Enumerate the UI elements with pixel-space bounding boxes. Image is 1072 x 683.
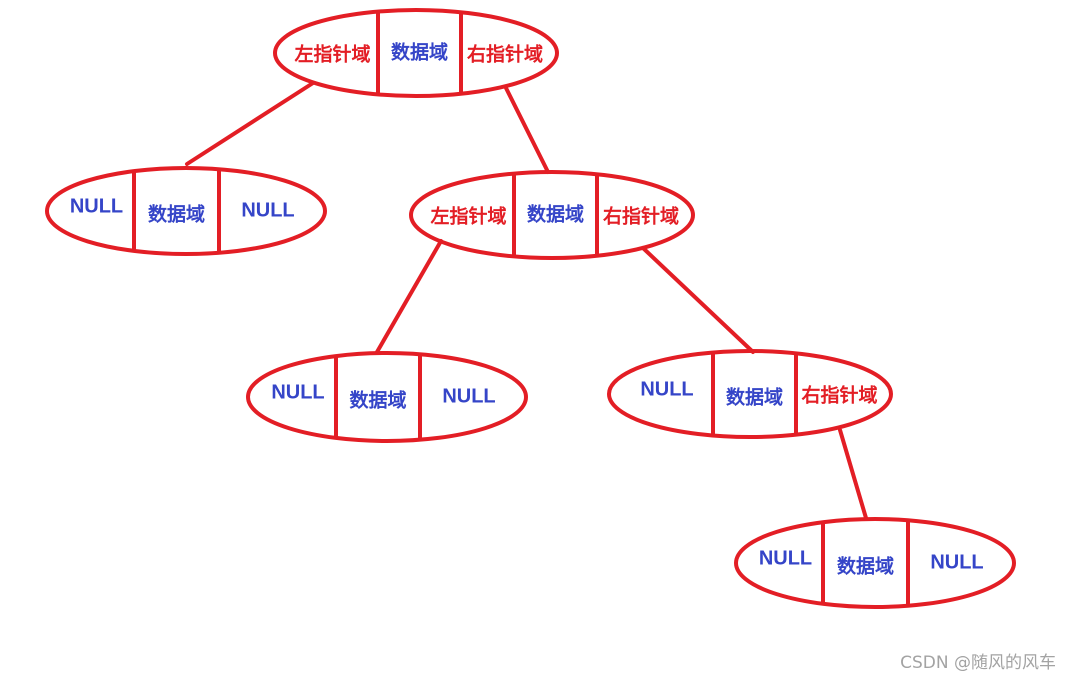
field-data: 数据域	[837, 555, 894, 578]
field-null: NULL	[70, 195, 123, 217]
field-right-ptr: 右指针域	[466, 43, 543, 66]
node-ellipse	[45, 166, 327, 256]
tree-node-n5: NULL 数据域 NULL	[734, 517, 1016, 609]
edge-root-n2	[504, 86, 550, 174]
tree-node-n3: NULL 数据域 NULL	[246, 351, 528, 443]
field-left-ptr: 左指针域	[294, 43, 370, 66]
field-left-ptr: 左指针域	[430, 205, 506, 228]
field-null: NULL	[759, 547, 812, 569]
field-data: 数据域	[726, 386, 783, 409]
node-ellipse	[246, 351, 528, 443]
field-right-ptr: 右指针域	[800, 384, 877, 407]
node-ellipse	[273, 8, 559, 98]
node-ellipse	[409, 170, 695, 260]
node-ellipse	[734, 517, 1016, 609]
field-null: NULL	[442, 385, 495, 407]
tree-node-n1: NULL 数据域 NULL	[45, 166, 327, 256]
field-data: 数据域	[527, 203, 584, 226]
field-null: NULL	[640, 378, 693, 400]
field-right-ptr: 右指针域	[602, 205, 679, 228]
field-null: NULL	[241, 199, 294, 221]
field-null: NULL	[271, 381, 324, 403]
field-data: 数据域	[148, 203, 205, 226]
field-data: 数据域	[349, 389, 406, 412]
edge-n4-n5	[838, 428, 868, 520]
node-ellipse	[607, 349, 893, 439]
edge-root-n1	[185, 81, 315, 166]
tree-node-root: 左指针域数据域右指针域	[273, 8, 559, 98]
field-null: NULL	[930, 551, 983, 573]
edge-n2-n3	[375, 239, 443, 354]
edge-n2-n4	[641, 246, 755, 354]
watermark: CSDN @随风的风车	[900, 653, 1056, 673]
field-data: 数据域	[391, 41, 448, 64]
tree-node-n2: 左指针域数据域右指针域	[409, 170, 695, 260]
tree-node-n4: NULL 数据域右指针域	[607, 349, 893, 439]
